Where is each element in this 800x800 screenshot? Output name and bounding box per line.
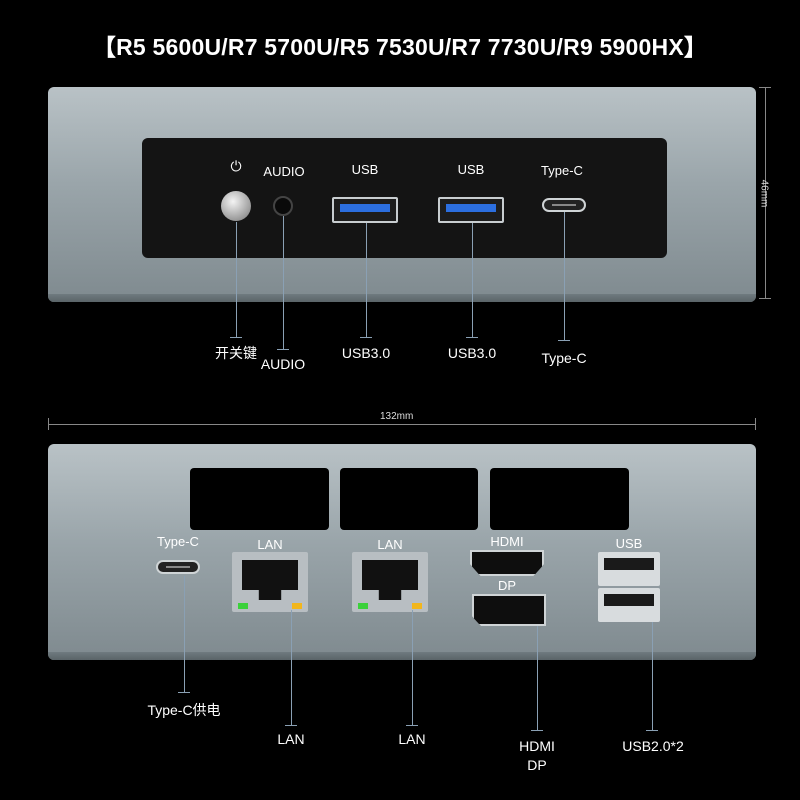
width-dimension-label: 132mm: [380, 411, 414, 422]
callout-typec: Type-C: [541, 350, 587, 366]
usb-slot: [604, 558, 654, 570]
lan-a-label: LAN: [257, 537, 283, 552]
link-led-icon: [238, 603, 248, 609]
front-port-panel: [142, 138, 667, 258]
leader-lan-a: [291, 610, 292, 725]
rear-usb-port-top: [598, 552, 660, 586]
callout-rear-typec: Type-C供电: [147, 702, 221, 718]
front-typec-label: Type-C: [541, 163, 583, 178]
leader-tick: [646, 730, 658, 731]
hdmi-port: [470, 550, 544, 576]
rear-typec-port: [156, 560, 200, 574]
front-chassis-base: [48, 294, 756, 302]
page-title: 【R5 5600U/R7 5700U/R5 7530U/R7 7730U/R9 …: [92, 34, 708, 60]
height-dimension-line: [765, 87, 766, 299]
audio-jack: [273, 196, 293, 216]
hdmi-label: HDMI: [490, 534, 524, 549]
callout-dp: DP: [527, 757, 547, 773]
power-symbol-icon: ⏻: [230, 158, 242, 174]
leader-hdmi-dp: [537, 626, 538, 730]
callout-audio: AUDIO: [260, 356, 306, 372]
leader-lan-b: [412, 610, 413, 725]
vent-right: [490, 468, 629, 530]
lan-b-port: [352, 552, 428, 612]
dp-port: [472, 594, 546, 626]
rear-usb-label: USB: [615, 536, 643, 551]
vent-center: [340, 468, 478, 530]
rj45-opening: [242, 560, 298, 600]
activity-led-icon: [412, 603, 422, 609]
leader-tick: [178, 692, 190, 693]
callout-usb-b: USB3.0: [447, 345, 497, 361]
vent-left: [190, 468, 329, 530]
front-typec-port: [542, 198, 586, 212]
leader-tick: [531, 730, 543, 731]
power-button[interactable]: [221, 191, 251, 221]
leader-tick: [466, 337, 478, 338]
leader-tick: [230, 337, 242, 338]
front-usb-b-port: [438, 197, 504, 223]
height-dimension-label: 46mm: [758, 179, 770, 208]
callout-rear-usb: USB2.0*2: [622, 738, 684, 754]
rear-usb-port-bottom: [598, 588, 660, 622]
front-usb-a-port: [332, 197, 398, 223]
rear-typec-label: Type-C: [157, 534, 199, 549]
callout-usb-a: USB3.0: [341, 345, 391, 361]
height-dimension-tick: [759, 298, 771, 299]
link-led-icon: [358, 603, 368, 609]
callout-lan-a: LAN: [277, 731, 305, 747]
leader-tick: [406, 725, 418, 726]
leader-typec: [564, 212, 565, 340]
leader-usb-a: [366, 223, 367, 337]
leader-power: [236, 222, 237, 337]
usb-slot: [604, 594, 654, 606]
leader-audio: [283, 216, 284, 349]
leader-tick: [558, 340, 570, 341]
leader-usb-b: [472, 223, 473, 337]
width-dimension-tick: [48, 418, 49, 430]
dp-label: DP: [497, 578, 517, 593]
height-dimension-tick: [759, 87, 771, 88]
width-dimension-line: [48, 424, 756, 425]
lan-b-label: LAN: [377, 537, 403, 552]
leader-rear-usb: [652, 622, 653, 730]
rear-chassis-base: [48, 652, 756, 660]
leader-tick: [285, 725, 297, 726]
front-usb-b-label: USB: [457, 162, 485, 177]
lan-a-port: [232, 552, 308, 612]
width-dimension-tick: [755, 418, 756, 430]
front-usb-a-label: USB: [351, 162, 379, 177]
callout-hdmi: HDMI: [519, 738, 555, 754]
leader-tick: [277, 349, 289, 350]
callout-lan-b: LAN: [398, 731, 426, 747]
leader-rear-typec: [184, 576, 185, 692]
rj45-opening: [362, 560, 418, 600]
callout-power: 开关键: [215, 345, 257, 361]
leader-tick: [360, 337, 372, 338]
usb-tongue: [446, 204, 496, 212]
activity-led-icon: [292, 603, 302, 609]
usb-tongue: [340, 204, 390, 212]
audio-port-label: AUDIO: [263, 164, 305, 179]
